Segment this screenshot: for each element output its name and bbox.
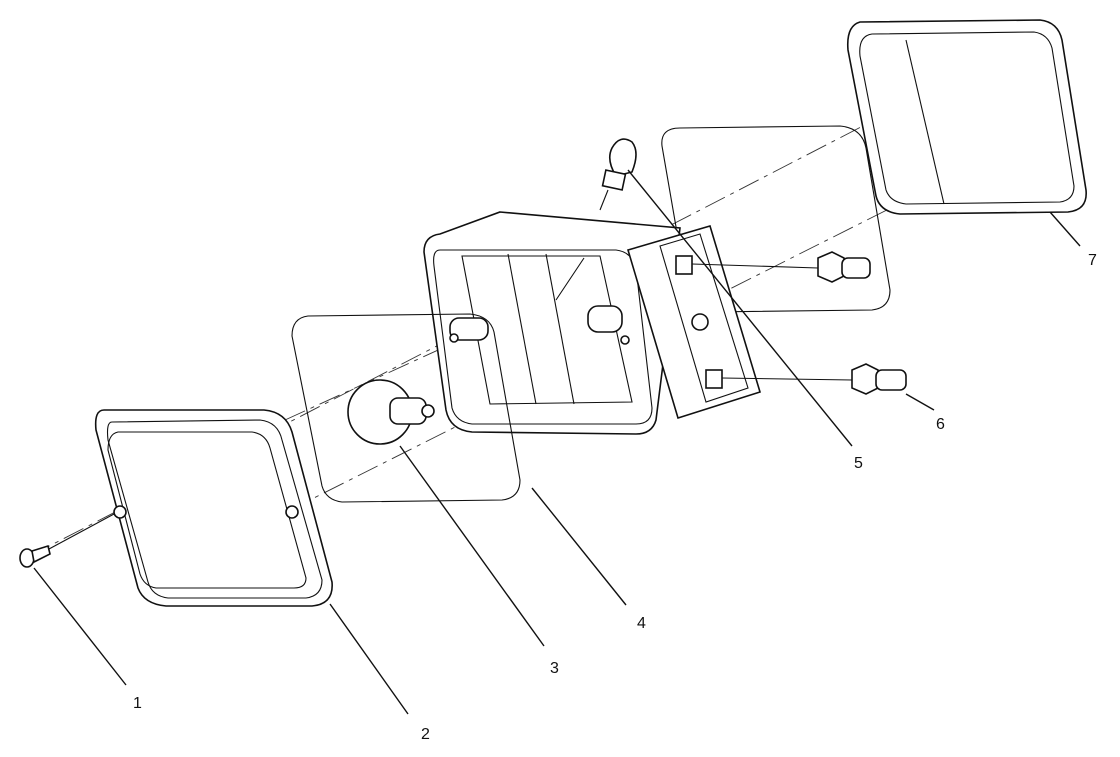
callout-2: 2 [421, 726, 430, 743]
leader-lines [33, 169, 1081, 715]
callout-4: 4 [637, 615, 646, 632]
leader-6 [905, 393, 935, 411]
stud-upper [817, 251, 871, 283]
leader-3 [399, 445, 545, 647]
stud-lower [851, 363, 907, 395]
leader-1 [33, 567, 127, 686]
bulb [347, 317, 489, 445]
callout-5: 5 [854, 455, 863, 472]
leader-4 [531, 487, 627, 606]
callout-7: 7 [1088, 252, 1097, 269]
screw [19, 513, 115, 568]
front-gasket [291, 313, 521, 503]
lens [94, 409, 333, 607]
leader-2 [329, 603, 409, 715]
lamp-housing [423, 211, 681, 435]
back-gasket [661, 125, 891, 313]
rear-gasket [846, 19, 1087, 215]
callout-1: 1 [133, 695, 142, 712]
leader-7 [1049, 211, 1081, 247]
callout-6: 6 [936, 416, 945, 433]
callout-3: 3 [550, 660, 559, 677]
wedge-bulb [599, 138, 637, 211]
mounting-bracket [627, 225, 853, 420]
leader-5 [627, 169, 853, 447]
